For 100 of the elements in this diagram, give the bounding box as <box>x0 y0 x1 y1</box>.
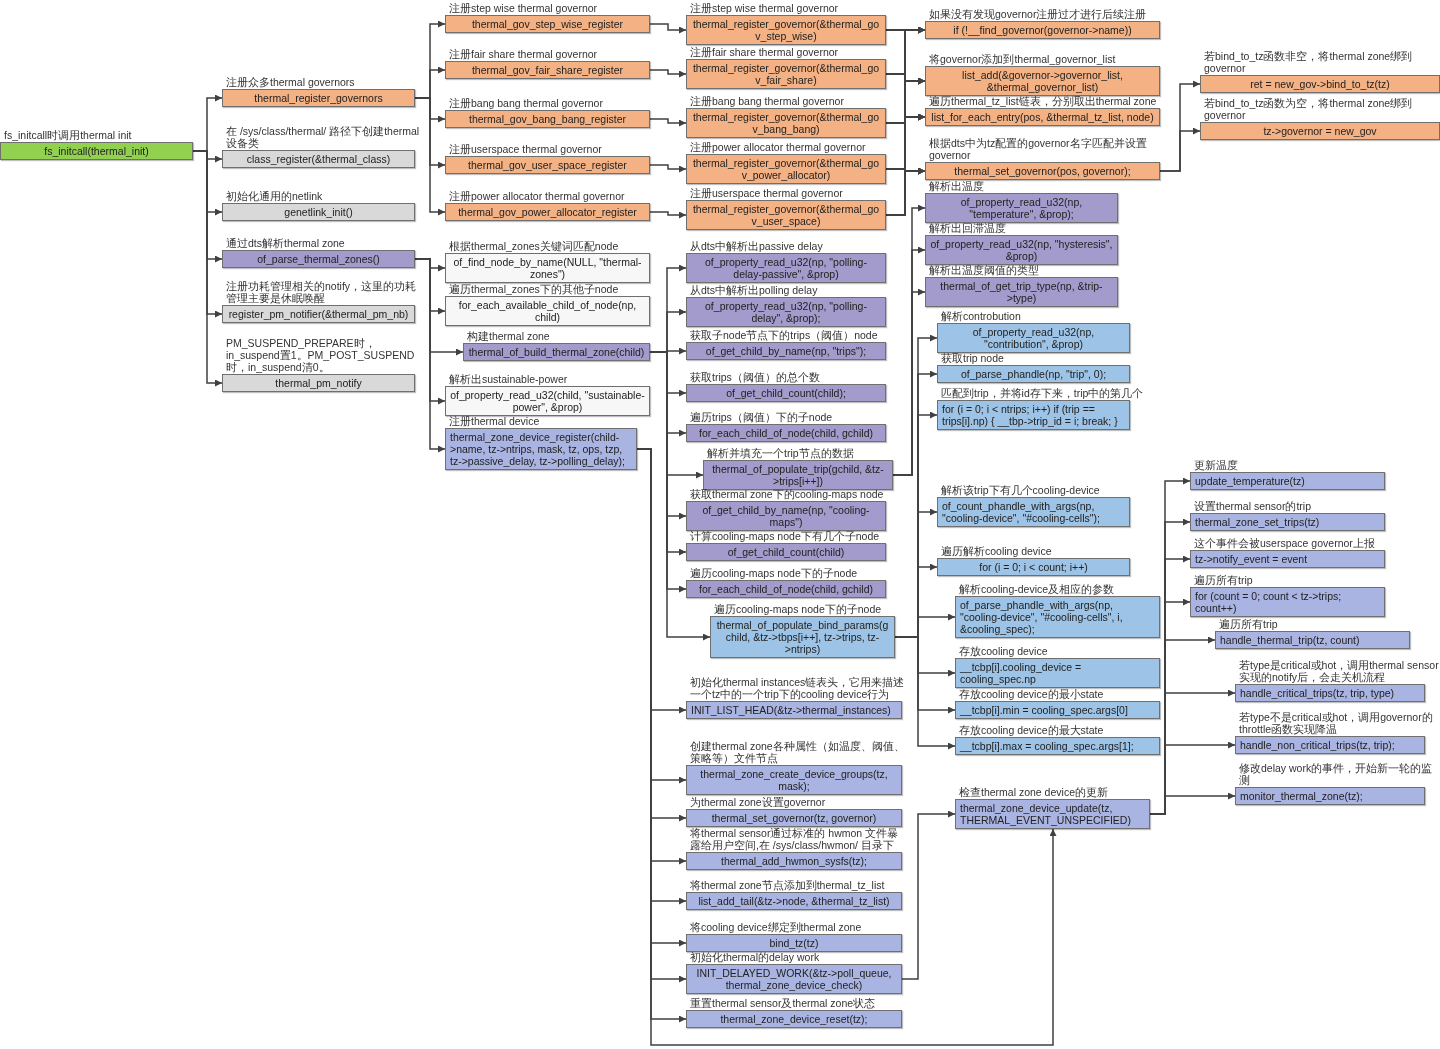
function-box: of_parse_thermal_zones() <box>222 250 415 268</box>
function-box: thermal_register_governor(&thermal_gov_power_allocator) <box>686 154 886 184</box>
annotation-text: 将cooling device绑定到thermal zone <box>689 921 863 934</box>
annotation-text: 这个事件会被userspace governor上报 <box>1193 537 1376 550</box>
function-box: thermal_set_governor(tz, governor) <box>686 809 902 827</box>
function-box: thermal_register_governor(&thermal_gov_step_wise) <box>686 15 886 45</box>
annotation-text: 存放cooling device <box>958 645 1049 658</box>
function-box: genetlink_init() <box>222 203 415 221</box>
function-box: thermal_add_hwmon_sysfs(tz); <box>686 852 902 870</box>
annotation-text: 注册userspace thermal governor <box>689 187 844 200</box>
annotation-text: 创建thermal zone各种属性（如温度、阈值、策略等）文件节点 <box>689 740 906 765</box>
annotation-text: 构建thermal zone <box>466 330 551 343</box>
arrow <box>192 150 223 387</box>
arrow <box>1159 127 1201 172</box>
function-box: thermal_gov_user_space_register <box>445 156 650 174</box>
function-box: tz->governor = new_gov <box>1200 122 1440 140</box>
function-box: INIT_LIST_HEAD(&tz->thermal_instances) <box>686 701 902 719</box>
function-box: of_get_child_by_name(np, "trips"); <box>686 342 886 360</box>
function-box: of_property_read_u32(child, "sustainable-power", &prop) <box>445 386 650 416</box>
annotation-text: 设置thermal sensor的trip <box>1193 500 1313 513</box>
function-box: thermal_register_governor(&thermal_gov_user_space) <box>686 200 886 230</box>
function-box: for_each_available_child_of_node(np, child) <box>445 296 650 326</box>
annotation-text: 遍历cooling-maps node下的子node <box>689 567 859 580</box>
annotation-text: 将thermal sensor通过标准的 hwmon 文件暴露给用户空间,在 /sys/class/hwmon/ 目录下 <box>689 827 900 852</box>
arrow <box>1149 792 1236 815</box>
function-box: list_for_each_entry(pos, &thermal_tz_list, node) <box>925 108 1160 126</box>
function-box: INIT_DELAYED_WORK(&tz->poll_queue, thermal_zone_device_check) <box>686 964 902 994</box>
annotation-text: 注册userspace thermal governor <box>448 143 603 156</box>
annotation-text: 解析出sustainable-power <box>448 373 569 386</box>
function-box: thermal_of_populate_trip(gchild, &tz->trips[i++]) <box>703 460 893 490</box>
function-box: thermal_set_governor(pos, governor); <box>925 162 1160 180</box>
annotation-text: 遍历所有trip <box>1218 618 1279 631</box>
annotation-text: 重置thermal sensor及thermal zone状态 <box>689 997 877 1010</box>
annotation-text: 注册thermal device <box>448 415 541 428</box>
function-box: __tcbp[i].cooling_device = cooling_spec.np <box>955 658 1160 688</box>
function-box: if (!__find_governor(governor->name)) <box>925 21 1160 39</box>
annotation-text: 遍历thermal_tz_list链表，分别取出thermal zone <box>928 95 1158 108</box>
annotation-text: 解析controbution <box>940 310 1022 323</box>
function-box: of_get_child_by_name(np, "cooling-maps") <box>686 501 886 531</box>
function-box: of_property_read_u32(np, "polling-delay-passive", &prop) <box>686 253 886 283</box>
function-box: thermal_of_populate_bind_params(gchild, &tz->tbps[i++], tz->trips, tz->ntrips) <box>710 616 895 658</box>
annotation-text: 从dts中解析出polling delay <box>689 284 819 297</box>
annotation-text: 将thermal zone节点添加到thermal_tz_list <box>689 879 886 892</box>
annotation-text: 遍历thermal_zones下的其他子node <box>448 283 620 296</box>
annotation-text: 解析cooling-device及相应的参数 <box>958 583 1116 596</box>
annotation-text: 若type是critical或hot，调用thermal sensor实现的notify后，会走关机流程 <box>1238 659 1440 684</box>
annotation-text: 更新温度 <box>1193 459 1239 472</box>
arrow <box>649 118 687 127</box>
arrow <box>649 164 687 173</box>
function-box: class_register(&thermal_class) <box>222 150 415 168</box>
annotation-text: 若bind_to_tz函数非空，将thermal zone绑到governor <box>1203 50 1414 75</box>
function-box: fs_initcall(thermal_init) <box>0 142 193 160</box>
annotation-text: 检查thermal zone device的更新 <box>958 786 1109 799</box>
annotation-text: 注册step wise thermal governor <box>448 2 599 15</box>
annotation-text: 解析出温度 <box>928 180 985 193</box>
annotation-text: 存放cooling device的最小state <box>958 688 1105 701</box>
function-box: thermal_pm_notify <box>222 374 415 392</box>
annotation-text: 若type不是critical或hot，调用governor的throttle函数实现降温 <box>1238 711 1434 736</box>
annotation-text: 注册bang bang thermal governor <box>448 97 604 110</box>
function-box: update_temperature(tz) <box>1190 472 1385 490</box>
annotation-text: 根据dts中为tz配置的governor名字匹配并设置governor <box>928 137 1148 162</box>
function-box: thermal_of_get_trip_type(np, &trip->type) <box>925 277 1118 307</box>
annotation-text: 遍历所有trip <box>1193 574 1254 587</box>
function-box: of_get_child_count(child); <box>686 384 886 402</box>
arrow <box>414 97 446 216</box>
function-box: thermal_gov_power_allocator_register <box>445 203 650 221</box>
function-box: thermal_zone_device_reset(tz); <box>686 1010 902 1028</box>
function-box: thermal_register_governor(&thermal_gov_fair_share) <box>686 59 886 89</box>
function-box: thermal_register_governor(&thermal_gov_bang_bang) <box>686 108 886 138</box>
arrow <box>649 23 687 34</box>
function-box: for_each_child_of_node(child, gchild) <box>686 580 886 598</box>
function-box: handle_critical_trips(tz, trip, type) <box>1235 684 1425 702</box>
function-box: thermal_zone_device_register(child->name, tz->ntrips, mask, tz, ops, tzp, tz->passive_delay, tz->polling_delay); <box>445 428 637 470</box>
function-box: thermal_zone_set_trips(tz) <box>1190 513 1385 531</box>
function-box: of_property_read_u32(np, "contribution", &prop) <box>937 323 1130 353</box>
function-box: handle_non_critical_trips(tz, trip); <box>1235 736 1425 754</box>
annotation-text: 如果没有发现governor注册过才进行后续注册 <box>928 8 1148 21</box>
function-box: thermal_zone_create_device_groups(tz, mask); <box>686 765 902 795</box>
annotation-text: 初始化thermal的delay work <box>689 951 821 964</box>
annotation-text: 遍历cooling-maps node下的子node <box>713 603 883 616</box>
annotation-text: 注册众多thermal governors <box>225 76 356 89</box>
function-box: tz->notify_event = event <box>1190 550 1385 568</box>
arrow <box>885 167 926 216</box>
annotation-text: 解析出温度阈值的类型 <box>928 264 1040 277</box>
annotation-text: 遍历解析cooling device <box>940 545 1053 558</box>
function-box: ret = new_gov->bind_to_tz(tz) <box>1200 75 1440 93</box>
arrow <box>894 636 956 750</box>
arrow <box>649 69 687 78</box>
annotation-text: 获取trip node <box>940 352 1005 365</box>
function-box: thermal_of_build_thermal_zone(child) <box>463 343 650 361</box>
annotation-text: 修改delay work的事件，开始新一轮的监测 <box>1238 762 1434 787</box>
function-box: thermal_gov_fair_share_register <box>445 61 650 79</box>
annotation-text: 初始化通用的netlink <box>225 190 324 203</box>
annotation-text: fs_initcall时调用thermal init <box>3 129 133 142</box>
annotation-text: 在 /sys/class/thermal/ 路径下创建thermal 设备类 <box>225 125 421 150</box>
annotation-text: 将governor添加到thermal_governor_list <box>928 53 1117 66</box>
function-box: of_property_read_u32(np, "temperature", &prop); <box>925 193 1118 223</box>
arrow <box>649 351 711 641</box>
annotation-text: 获取子node节点下的trips（阈值）node <box>689 329 879 342</box>
arrow <box>892 288 926 476</box>
